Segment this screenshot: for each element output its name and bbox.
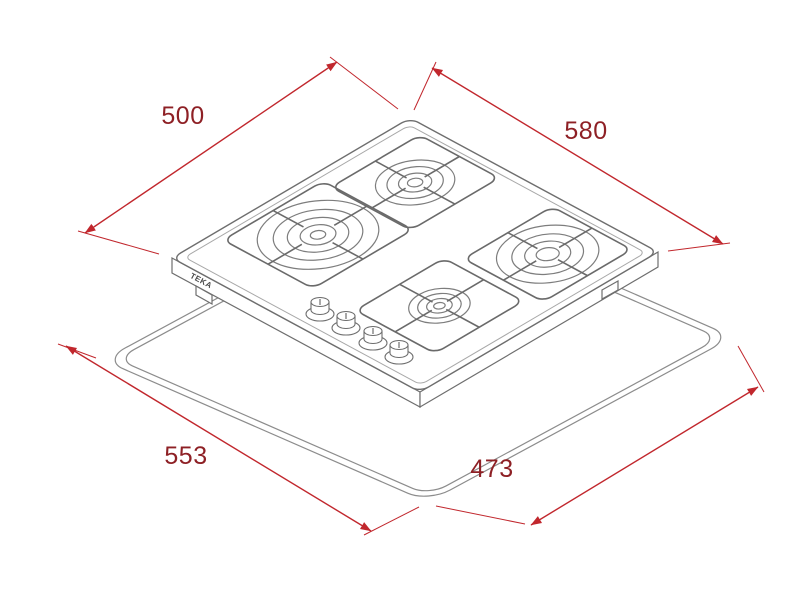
- hob-mount-tab: [601, 279, 619, 301]
- dimension-label-bottom-right: 473: [470, 455, 513, 483]
- control-knob: [358, 325, 388, 351]
- dimension-label-top-right: 580: [564, 117, 607, 145]
- control-knob: [305, 296, 335, 322]
- hob-isometric-top: [172, 118, 658, 392]
- dimension-line-bottom-right: [530, 386, 759, 526]
- dimension-line-top-left: [84, 61, 338, 234]
- dimension-lines: [57, 56, 765, 536]
- dimension-line-top-right: [431, 67, 724, 245]
- control-knob: [384, 339, 414, 365]
- hob-mount-tab: [195, 284, 213, 306]
- dimension-line-bottom-left: [65, 345, 372, 532]
- control-knobs: [305, 296, 414, 365]
- control-knob: [331, 310, 361, 336]
- dimension-label-top-left: 500: [161, 102, 204, 130]
- extension-lines: [57, 56, 765, 536]
- dimension-label-bottom-left: 553: [164, 442, 207, 470]
